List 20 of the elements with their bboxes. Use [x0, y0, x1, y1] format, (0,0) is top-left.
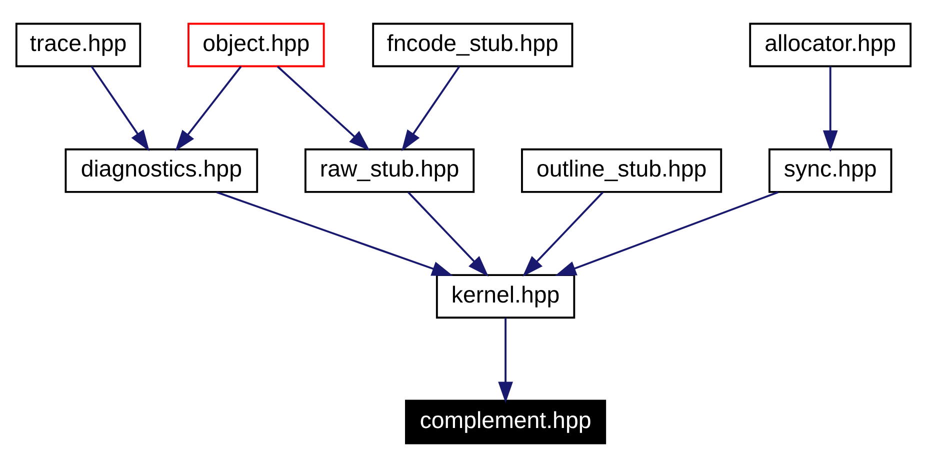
arrow — [216, 190, 454, 276]
node-box: object.hpp — [188, 22, 325, 67]
arrow — [276, 65, 370, 150]
node-box: trace.hpp — [15, 22, 142, 67]
arrow — [175, 65, 242, 151]
node-box: kernel.hpp — [436, 274, 576, 318]
arrow — [407, 191, 489, 276]
arrow — [401, 65, 460, 151]
node-box: complement.hpp — [405, 399, 606, 444]
arrow — [822, 66, 838, 152]
node-box: fncode_stub.hpp — [372, 22, 574, 67]
arrow — [498, 317, 513, 403]
arrow — [90, 65, 150, 151]
arrow — [522, 191, 604, 276]
node-box: sync.hpp — [768, 148, 892, 192]
arrow — [554, 190, 778, 276]
node-box: outline_stub.hpp — [521, 148, 722, 192]
node-box: allocator.hpp — [749, 22, 912, 67]
node-box: raw_stub.hpp — [304, 148, 475, 192]
node-box: diagnostics.hpp — [64, 148, 258, 192]
